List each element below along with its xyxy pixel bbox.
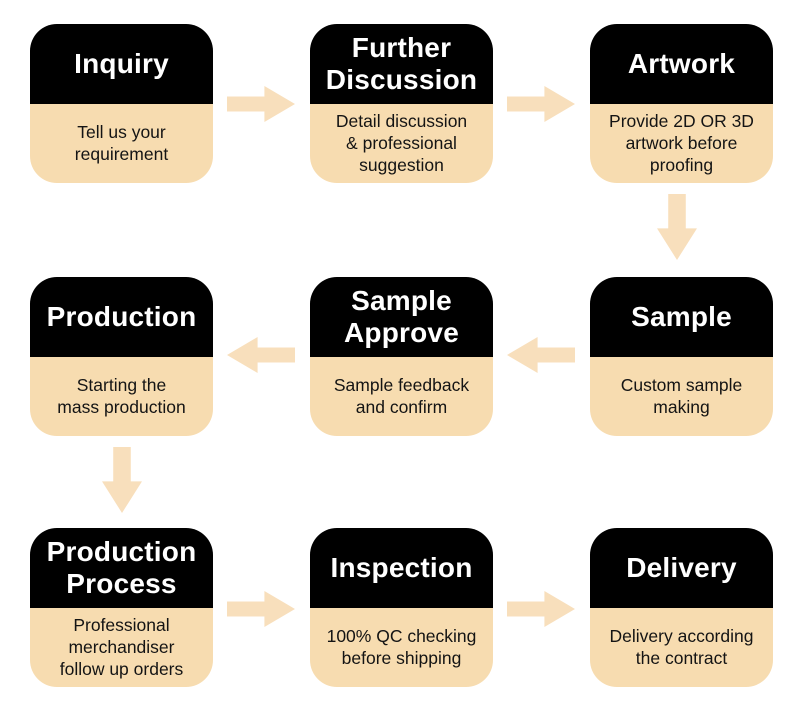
- step-title: Further Discussion: [310, 24, 493, 104]
- step-title: Sample Approve: [310, 277, 493, 357]
- step-title: Inspection: [310, 528, 493, 608]
- step-card-sample: Sample Custom sample making: [590, 277, 773, 436]
- step-card-production-process: Production Process Professional merchand…: [30, 528, 213, 687]
- step-card-sample-approve: Sample Approve Sample feedback and confi…: [310, 277, 493, 436]
- step-card-artwork: Artwork Provide 2D OR 3D artwork before …: [590, 24, 773, 183]
- step-card-production: Production Starting the mass production: [30, 277, 213, 436]
- step-card-delivery: Delivery Delivery according the contract: [590, 528, 773, 687]
- step-card-inquiry: Inquiry Tell us your requirement: [30, 24, 213, 183]
- arrow-right-icon: [507, 591, 575, 627]
- step-card-inspection: Inspection 100% QC checking before shipp…: [310, 528, 493, 687]
- arrow-down-icon: [657, 194, 697, 260]
- step-card-further-discussion: Further Discussion Detail discussion & p…: [310, 24, 493, 183]
- arrow-right-icon: [227, 86, 295, 122]
- arrow-right-icon: [507, 86, 575, 122]
- step-description: Custom sample making: [590, 356, 773, 436]
- step-description: Starting the mass production: [30, 356, 213, 436]
- step-title: Sample: [590, 277, 773, 357]
- step-description: 100% QC checking before shipping: [310, 607, 493, 687]
- step-description: Professional merchandiser follow up orde…: [30, 607, 213, 687]
- step-description: Provide 2D OR 3D artwork before proofing: [590, 103, 773, 183]
- arrow-left-icon: [227, 337, 295, 373]
- step-title: Production Process: [30, 528, 213, 608]
- arrow-left-icon: [507, 337, 575, 373]
- arrow-down-icon: [102, 447, 142, 513]
- step-title: Artwork: [590, 24, 773, 104]
- step-description: Delivery according the contract: [590, 607, 773, 687]
- arrow-right-icon: [227, 591, 295, 627]
- step-title: Production: [30, 277, 213, 357]
- step-description: Sample feedback and confirm: [310, 356, 493, 436]
- step-title: Delivery: [590, 528, 773, 608]
- step-description: Detail discussion & professional suggest…: [310, 103, 493, 183]
- step-title: Inquiry: [30, 24, 213, 104]
- step-description: Tell us your requirement: [30, 103, 213, 183]
